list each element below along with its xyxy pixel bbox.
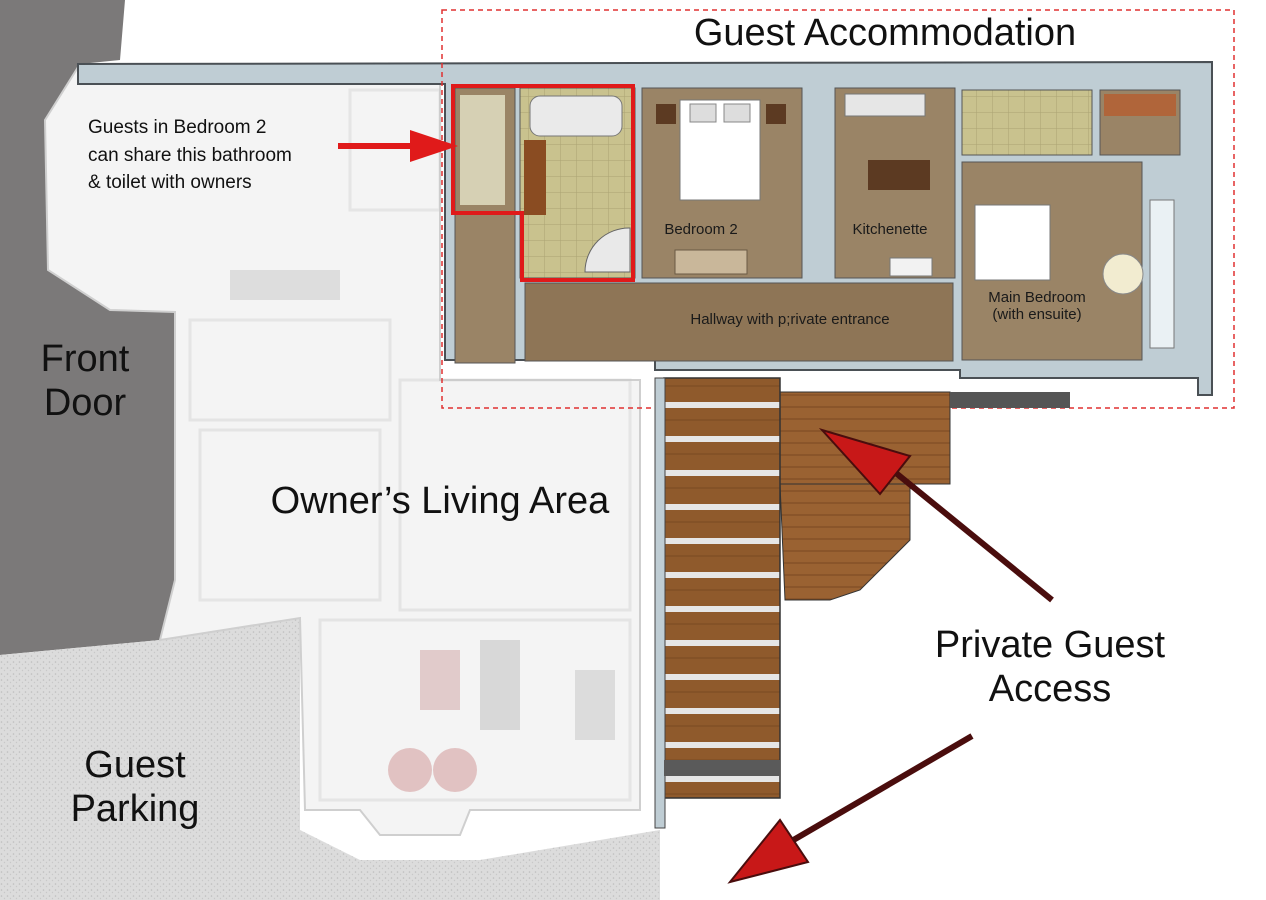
- owners-living-area-label: Owner’s Living Area: [270, 480, 610, 522]
- deck-steps: [779, 483, 911, 601]
- private-access-arrow-lower: [727, 733, 974, 884]
- stair-rail-top: [950, 392, 1070, 408]
- driveway-asphalt: [0, 0, 175, 655]
- room-label-main-bedroom: Main Bedroom (with ensuite): [988, 289, 1086, 324]
- owners-area-ghost-furniture: [230, 270, 615, 792]
- shared-bathroom-highlight: [451, 84, 635, 282]
- guest-rooms: [454, 87, 1181, 364]
- private-access-arrow-upper: [818, 428, 1054, 603]
- owners-living-area-shape: [43, 63, 641, 836]
- private-guest-access-label: Private Guest Access: [934, 624, 1166, 710]
- room-label-hallway: Hallway with p;rivate entrance: [690, 311, 890, 328]
- bathroom-note-arrow: [338, 130, 458, 162]
- shared-bathroom-note: Guests in Bedroom 2 can share this bathr…: [88, 117, 292, 194]
- private-access-stairs: [663, 377, 781, 799]
- room-label-kitchenette: Kitchenette: [852, 221, 928, 238]
- room-label-bedroom-2: Bedroom 2: [664, 221, 738, 238]
- guest-parking-gravel: [0, 618, 660, 900]
- guest-accommodation-title: Guest Accommodation: [693, 12, 1077, 54]
- guest-parking-label: Guest Parking: [70, 744, 200, 830]
- front-door-label: Front Door: [40, 338, 130, 424]
